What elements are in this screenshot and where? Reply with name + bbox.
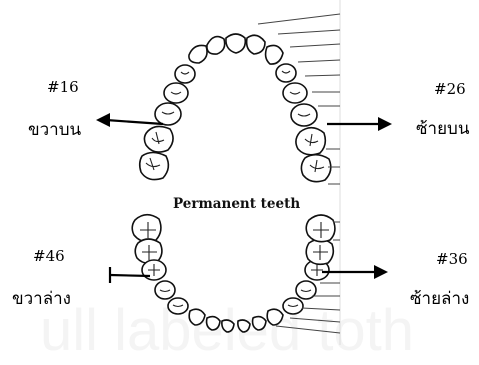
tooth-u13 bbox=[291, 104, 317, 126]
tooth-u3 bbox=[247, 35, 265, 54]
label-26-number: #26 bbox=[434, 82, 466, 97]
tooth-l9 bbox=[238, 320, 250, 332]
upper-arch bbox=[140, 34, 331, 182]
label-upper-right-text: ขวาบน bbox=[28, 122, 81, 139]
tooth-u5 bbox=[266, 45, 283, 64]
label-lower-right-text: ขวาล่าง bbox=[12, 291, 71, 308]
tooth-l1 bbox=[132, 215, 161, 242]
tooth-u7 bbox=[164, 83, 188, 103]
diagram-title: Permanent teeth bbox=[173, 196, 300, 212]
tooth-u10 bbox=[140, 153, 169, 180]
arrow-36-head bbox=[374, 265, 388, 279]
arrow-16-head bbox=[96, 113, 110, 127]
tooth-l7 bbox=[207, 317, 220, 330]
tooth-u12 bbox=[283, 83, 307, 103]
label-16-number: #16 bbox=[47, 80, 79, 95]
arrow-46-line bbox=[110, 275, 150, 276]
label-46-number: #46 bbox=[33, 249, 65, 264]
tooth-u4 bbox=[189, 45, 207, 63]
arrow-16-line bbox=[106, 120, 163, 124]
tooth-u9 bbox=[144, 126, 173, 152]
label-36-number: #36 bbox=[436, 252, 468, 267]
tooth-l10 bbox=[253, 317, 266, 330]
tooth-u1 bbox=[207, 37, 225, 55]
label-upper-left-text: ซ้ายบน bbox=[416, 121, 469, 138]
tooth-u2 bbox=[226, 34, 245, 53]
arrow-26-head bbox=[378, 117, 392, 131]
label-lower-left-text: ซ้ายล่าง bbox=[410, 291, 469, 308]
tooth-l8 bbox=[222, 320, 234, 332]
tooth-l4 bbox=[155, 281, 175, 299]
